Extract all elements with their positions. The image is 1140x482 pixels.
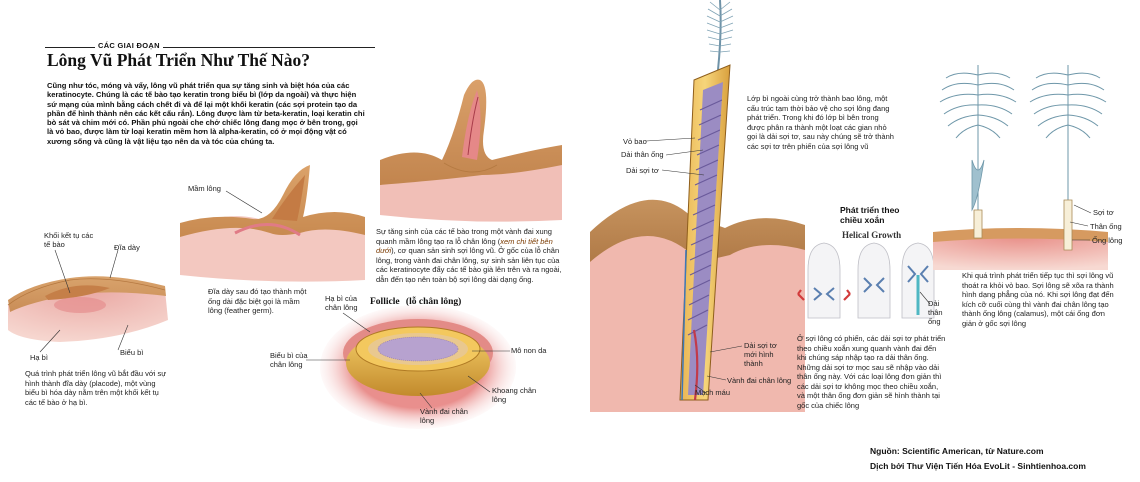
stage3-caption-part2: ), cơ quan sản sinh sợi lông vũ. Ở gốc c… (376, 246, 562, 284)
source-credit: Nguồn: Scientific American, từ Nature.co… (870, 446, 1044, 456)
header-rule (45, 47, 375, 49)
label-new-barb: Dải sợi tơ mới hình thành (744, 341, 777, 368)
label-collar-epidermis: Biểu bì của chân lông (270, 351, 308, 369)
page-title: Lông Vũ Phát Triển Như Thế Nào? (47, 50, 311, 70)
stage3-caption: Sự tăng sinh của các tế bào trong một và… (376, 227, 566, 284)
stage5-caption: Khi quá trình phát triển tiếp tục thì sợ… (962, 271, 1114, 328)
feather-germ-illustration (180, 165, 365, 282)
label-barb-ridge: Dải thân ống (621, 150, 664, 159)
label-collar-dermis: Hạ bì của chân lông (325, 294, 358, 312)
follicle-formation-illustration (380, 79, 562, 222)
helical-title-en: Helical Growth (842, 230, 902, 240)
helical-title-vi: Phát triển theo chiều xoắn (840, 205, 900, 225)
stage1-caption: Quá trình phát triển lông vũ bắt đầu với… (25, 369, 167, 407)
mature-feather-illustration (933, 65, 1108, 270)
label-follicle-cavity: Khoang chân lông (492, 386, 537, 404)
intro-text: Cũng như tóc, móng và vẩy, lông vũ phát … (47, 81, 365, 146)
translator-credit: Dịch bởi Thư Viện Tiến Hóa EvoLit - Sinh… (870, 461, 1086, 471)
label-epidermis: Biểu bì (120, 348, 144, 357)
label-rachis: Thân ống (1090, 222, 1122, 231)
follicle-title-vi: (lỗ chân lông) (405, 297, 462, 307)
follicle-cross-section (320, 305, 516, 429)
stage4-caption: Lớp bì ngoài cùng trở thành bao lông, mộ… (747, 94, 894, 151)
label-blood-vessel: Mạch máu (695, 388, 731, 397)
follicle-title: Follicle (lỗ chân lông) (370, 297, 461, 307)
stage3-caption-link: xem chi tiết bên dưới (376, 236, 553, 256)
label-barb: Dải sợi tơ (626, 166, 659, 175)
follicle-title-en: Follicle (370, 297, 400, 307)
section-label: CÁC GIAI ĐOẠN (95, 41, 163, 50)
label-stage4-collar: Vành đai chân lông (727, 376, 792, 385)
label-pulp: Mô non da (511, 346, 547, 355)
placode-illustration (7, 276, 168, 342)
label-dermis: Hạ bì (30, 353, 48, 362)
stage2-caption: Đĩa dày sau đó tạo thành một ống dài đặc… (208, 287, 307, 315)
stage3-caption-part1: Sự tăng sinh của các tế bào trong một và… (376, 227, 552, 246)
label-calamus: Ống lông (1092, 236, 1123, 245)
label-follicle-ring: Vành đai chân lông (420, 407, 468, 425)
label-disk: Đĩa dày (114, 243, 140, 252)
label-helical-rachis: Dải thân ống (928, 299, 943, 326)
growing-feather-illustration (590, 0, 805, 412)
label-placode-cells: Khối kết tụ các tế bào (44, 231, 94, 249)
label-sheath: Vỏ bao (623, 137, 647, 146)
helical-caption: Ở sợi lông có phiến, các dải sợi tơ phát… (797, 334, 946, 410)
label-germ: Mầm lông (188, 184, 221, 193)
label-barbs: Sợi tơ (1093, 208, 1114, 217)
